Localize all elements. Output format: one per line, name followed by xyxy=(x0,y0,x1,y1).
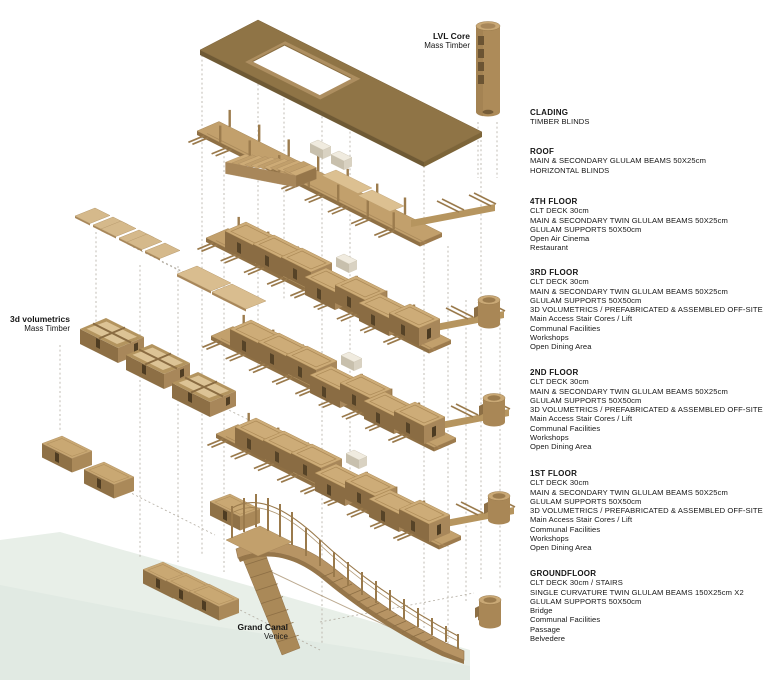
legend-line: Restaurant xyxy=(530,243,569,253)
legend-line: GLULAM SUPPORTS 50X50cm xyxy=(530,295,642,305)
legend-line: CLT DECK 30cm xyxy=(530,478,589,488)
legend-line: HORIZONTAL BLINDS xyxy=(530,165,610,175)
grand-canal-title: Grand Canal xyxy=(237,622,288,632)
grand-canal-label: Grand Canal Venice xyxy=(168,622,288,642)
legend-line: GLULAM SUPPORTS 50X50cm xyxy=(530,224,642,234)
legend-line: MAIN & SECONDARY GLULAM BEAMS 50X25cm xyxy=(530,156,707,166)
legend-line: CLT DECK 30cm xyxy=(530,206,589,216)
legend-floor-1: 1ST FLOOR CLT DECK 30cm MAIN & SECONDARY… xyxy=(530,469,766,553)
bridge xyxy=(225,494,465,664)
legend-clading: CLADING TIMBER BLINDS xyxy=(530,108,766,127)
lvl-core-subtitle: Mass Timber xyxy=(424,41,470,50)
lvl-core-label: LVL Core Mass Timber xyxy=(350,31,470,51)
legend-line: SINGLE CURVATURE TWIN GLULAM BEAMS 150X2… xyxy=(530,587,744,597)
legend-title: 4TH FLOOR xyxy=(530,197,578,206)
ground-core xyxy=(474,595,502,629)
legend-line: MAIN & SECONDARY TWIN GLULAM BEAMS 50X25… xyxy=(530,215,728,225)
legend-line: 3D VOLUMETRICS / PREFABRICATED & ASSEMBL… xyxy=(530,305,763,315)
legend-floor-2: 2ND FLOOR CLT DECK 30cm MAIN & SECONDARY… xyxy=(530,368,766,452)
legend-line: MAIN & SECONDARY TWIN GLULAM BEAMS 50X25… xyxy=(530,386,728,396)
legend-line: Passage xyxy=(530,624,561,634)
legend-line: Open Dining Area xyxy=(530,442,592,452)
legend-line: CLT DECK 30cm xyxy=(530,277,589,287)
legend-title: 3RD FLOOR xyxy=(530,268,579,277)
legend-line: Workshops xyxy=(530,534,569,544)
legend-line: GLULAM SUPPORTS 50X50cm xyxy=(530,596,642,606)
legend-title: GROUNDFLOOR xyxy=(530,569,597,578)
legend-line: TIMBER BLINDS xyxy=(530,117,590,127)
legend-line: GLULAM SUPPORTS 50X50cm xyxy=(530,496,642,506)
volumetrics-subtitle: Mass Timber xyxy=(24,324,70,333)
legend-line: Belvedere xyxy=(530,634,566,644)
legend-line: Communal Facilities xyxy=(530,423,601,433)
lvl-core-cylinder xyxy=(475,21,501,117)
open-air-cinema-steps xyxy=(225,153,317,188)
grand-canal-subtitle: Venice xyxy=(263,632,288,641)
legend-line: Main Access Stair Cores / Lift xyxy=(530,314,633,324)
legend-line: Open Dining Area xyxy=(530,543,592,553)
legend-line: Open Air Cinema xyxy=(530,234,590,244)
legend-line: GLULAM SUPPORTS 50X50cm xyxy=(530,395,642,405)
legend-title: ROOF xyxy=(530,147,555,156)
legend-line: CLT DECK 30cm / STAIRS xyxy=(530,578,623,588)
legend-line: Communal Facilities xyxy=(530,615,601,625)
legend-roof: ROOF MAIN & SECONDARY GLULAM BEAMS 50X25… xyxy=(530,147,766,175)
volumetrics-title: 3d volumetrics xyxy=(10,314,70,324)
prefab-panels xyxy=(74,207,267,312)
legend-title: 1ST FLOOR xyxy=(530,469,578,478)
legend-line: Main Access Stair Cores / Lift xyxy=(530,515,633,525)
legend-groundfloor: GROUNDFLOOR CLT DECK 30cm / STAIRS SINGL… xyxy=(530,569,766,643)
floor-deck-4 xyxy=(188,110,496,247)
volumetrics-label: 3d volumetrics Mass Timber xyxy=(0,314,70,334)
legend-line: Workshops xyxy=(530,333,569,343)
volumetric-modules-open xyxy=(79,317,237,418)
legend-title: CLADING xyxy=(530,108,569,117)
lvl-core-title: LVL Core xyxy=(433,31,470,41)
legend-line: Open Dining Area xyxy=(530,342,592,352)
legend-line: Communal Facilities xyxy=(530,524,601,534)
legend-line: Bridge xyxy=(530,606,553,616)
legend-title: 2ND FLOOR xyxy=(530,368,579,377)
legend-line: MAIN & SECONDARY TWIN GLULAM BEAMS 50X25… xyxy=(530,487,728,497)
legend-floor-3: 3RD FLOOR CLT DECK 30cm MAIN & SECONDARY… xyxy=(530,268,766,352)
legend-line: CLT DECK 30cm xyxy=(530,377,589,387)
legend-line: Workshops xyxy=(530,433,569,443)
legend-line: Communal Facilities xyxy=(530,323,601,333)
legend-floor-4: 4TH FLOOR CLT DECK 30cm MAIN & SECONDARY… xyxy=(530,197,766,253)
legend-line: 3D VOLUMETRICS / PREFABRICATED & ASSEMBL… xyxy=(530,506,763,516)
legend-line: MAIN & SECONDARY TWIN GLULAM BEAMS 50X25… xyxy=(530,286,728,296)
legend-line: Main Access Stair Cores / Lift xyxy=(530,414,633,424)
legend-line: 3D VOLUMETRICS / PREFABRICATED & ASSEMBL… xyxy=(530,405,763,415)
roof-slab xyxy=(199,19,483,167)
